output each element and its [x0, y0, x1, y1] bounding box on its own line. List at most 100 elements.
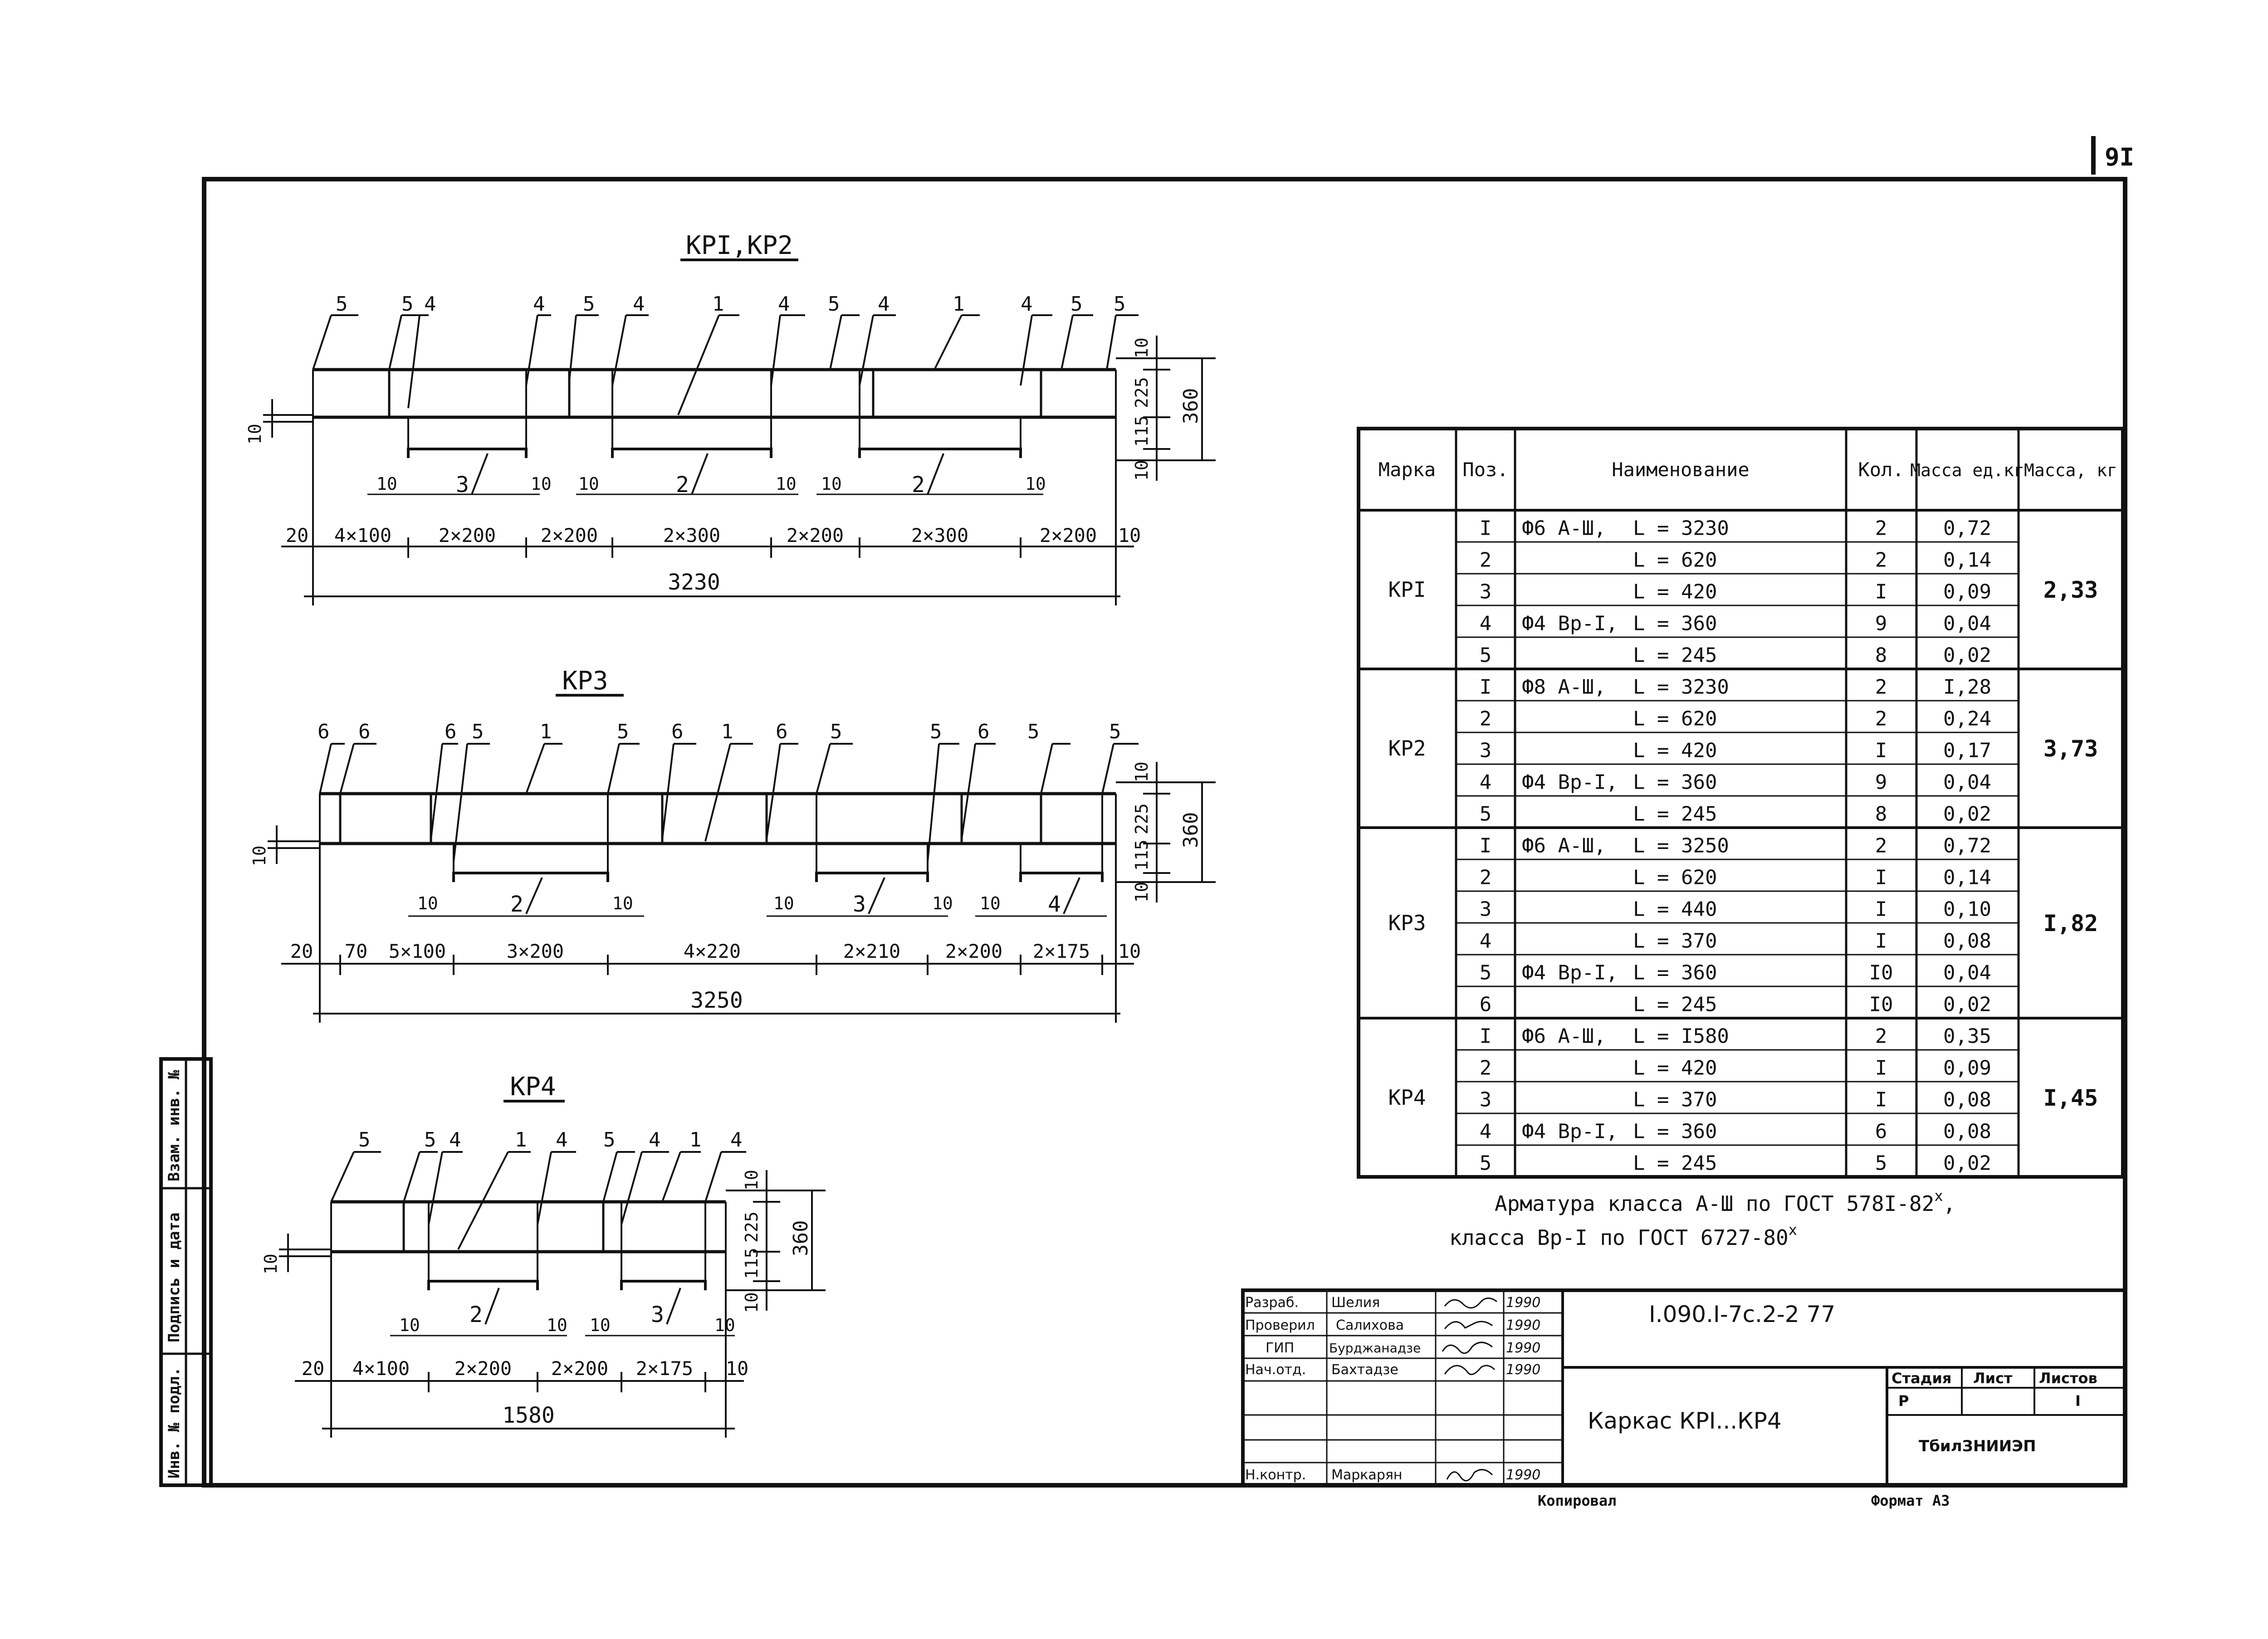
cell-total-mass: I,45	[2043, 1085, 2098, 1111]
callout-number: 1	[721, 720, 733, 743]
rebar-pitch: 10	[245, 424, 265, 444]
bar-label: 2	[510, 892, 523, 917]
cell-length: L = 420	[1633, 1057, 1717, 1080]
drawing-kr3: КР3	[249, 666, 1216, 1023]
gap-dim: 10	[932, 893, 953, 913]
cell-qty: I	[1875, 1088, 1887, 1112]
segment-dim: 2×200	[439, 524, 496, 546]
cell-qty: 6	[1875, 1120, 1887, 1143]
callout-number: 5	[358, 1128, 371, 1151]
cell-unit-mass: 0,04	[1943, 771, 1991, 794]
callout-number: 5	[1109, 720, 1121, 743]
cell-pos: 4	[1480, 1120, 1492, 1143]
callout-number: 6	[318, 720, 330, 743]
role-label: Нач.отд.	[1245, 1362, 1306, 1378]
callout-number: 4	[730, 1128, 743, 1151]
segment-dim: 2×300	[663, 524, 720, 546]
segment-dim: 2×200	[945, 940, 1002, 962]
cell-qty: 2	[1875, 1025, 1887, 1048]
drawing-name: Каркас КРI...КР4	[1588, 1408, 1782, 1434]
cell-length: L = 620	[1633, 549, 1717, 572]
cell-pos: 4	[1480, 612, 1492, 635]
cell-pos: 5	[1480, 961, 1492, 985]
height-dim: 225	[1132, 377, 1152, 408]
gap-dim: 10	[417, 893, 438, 913]
cell-mark: КР3	[1388, 911, 1426, 935]
note-line-1-text: Арматура класса А-Ш по ГОСТ 578I-82	[1495, 1191, 1934, 1216]
callout-number: 1	[712, 293, 724, 316]
callout-number: 5	[401, 293, 414, 316]
cell-pos: I	[1480, 517, 1492, 540]
height-dim: 115	[742, 1248, 762, 1279]
note-line-2: класса Вр-I по ГОСТ 6727-80x	[1449, 1221, 1797, 1250]
cell-unit-mass: 0,10	[1943, 898, 1991, 921]
cell-length: L = 370	[1633, 1088, 1717, 1112]
cell-pos: I	[1480, 1025, 1492, 1048]
cell-length: L = 3230	[1633, 517, 1729, 540]
cell-pos: 2	[1480, 866, 1492, 889]
segment-dim: 5×100	[389, 940, 446, 962]
gap-dim: 10	[376, 474, 397, 494]
cell-unit-mass: 0,04	[1943, 612, 1991, 635]
cell-unit-mass: 0,04	[1943, 961, 1991, 985]
cell-mark: КР4	[1388, 1085, 1426, 1110]
rebar-pitch: 10	[249, 845, 269, 866]
segment-dim: 4×100	[334, 524, 391, 546]
gap-dim: 10	[578, 474, 599, 494]
person-name: Маркарян	[1331, 1467, 1403, 1483]
callout-number: 4	[424, 293, 436, 316]
bar-label: 2	[469, 1302, 483, 1327]
person-name: Бурджанадзе	[1329, 1341, 1421, 1356]
callout-number: 5	[930, 720, 942, 743]
cell-diameter: Ф4 Вр-I,	[1522, 961, 1618, 985]
segment-dim: 10	[1118, 940, 1141, 962]
copied-label: Копировал	[1538, 1492, 1616, 1509]
segment-dim: 20	[302, 1357, 325, 1380]
height-dim: 360	[1179, 812, 1202, 848]
note-superscript: x	[1934, 1187, 1943, 1205]
cell-length: L = I580	[1633, 1025, 1729, 1048]
col-header-pos: Поз.	[1462, 459, 1508, 481]
height-dim: 360	[1179, 388, 1202, 424]
segment-dim: 2×175	[1033, 940, 1090, 962]
col-header-qty: Кол.	[1858, 459, 1904, 481]
callout-number: 4	[649, 1128, 661, 1151]
gap-dim: 10	[531, 474, 552, 494]
callout-number: 5	[1114, 293, 1126, 316]
cell-diameter: Ф6 А-Ш,	[1522, 517, 1606, 540]
cell-mark: КРI	[1388, 577, 1426, 602]
cell-pos: 4	[1480, 930, 1492, 953]
role-label: ГИП	[1266, 1340, 1294, 1356]
cell-length: L = 245	[1633, 993, 1717, 1016]
spec-header: Марка Поз. Наименование Кол. Масса ед.кг…	[1378, 459, 2117, 481]
cell-pos: 2	[1480, 549, 1492, 572]
col-header-mass: Масса, кг	[2024, 460, 2117, 480]
side-stamp-inv: Инв. № подл.	[165, 1367, 183, 1478]
cell-length: L = 3250	[1633, 834, 1729, 858]
side-stamp-replaced: Взам. инв. №	[165, 1070, 183, 1181]
cell-qty: 9	[1875, 612, 1887, 635]
callout-number: 5	[828, 293, 840, 316]
cell-diameter: Ф4 Вр-I,	[1522, 612, 1618, 635]
segment-dim: 10	[726, 1357, 749, 1380]
sign-date: 1990	[1506, 1295, 1540, 1311]
segment-dim: 2×200	[1040, 524, 1097, 546]
side-stamp-signature: Подпись и дата	[165, 1212, 183, 1342]
stage-value: I	[2075, 1392, 2081, 1410]
cell-pos: 2	[1480, 707, 1492, 731]
cell-mark: КР2	[1388, 736, 1426, 761]
segment-dim: 2×300	[911, 524, 968, 546]
callout-number: 5	[583, 293, 595, 316]
cell-unit-mass: 0,02	[1943, 644, 1991, 667]
cell-unit-mass: 0,35	[1943, 1025, 1991, 1048]
callout-number: 5	[603, 1128, 616, 1151]
cell-length: L = 360	[1633, 612, 1717, 635]
person-name: Шелия	[1331, 1295, 1380, 1311]
cell-length: L = 245	[1633, 644, 1717, 667]
notes: Арматура класса А-Ш по ГОСТ 578I-82x, кл…	[1449, 1187, 1955, 1250]
gap-dim: 10	[776, 474, 797, 494]
gap-dim: 10	[821, 474, 842, 494]
sign-date: 1990	[1506, 1362, 1540, 1378]
callout-number: 5	[830, 720, 842, 743]
rebar-pitch: 10	[261, 1254, 281, 1274]
